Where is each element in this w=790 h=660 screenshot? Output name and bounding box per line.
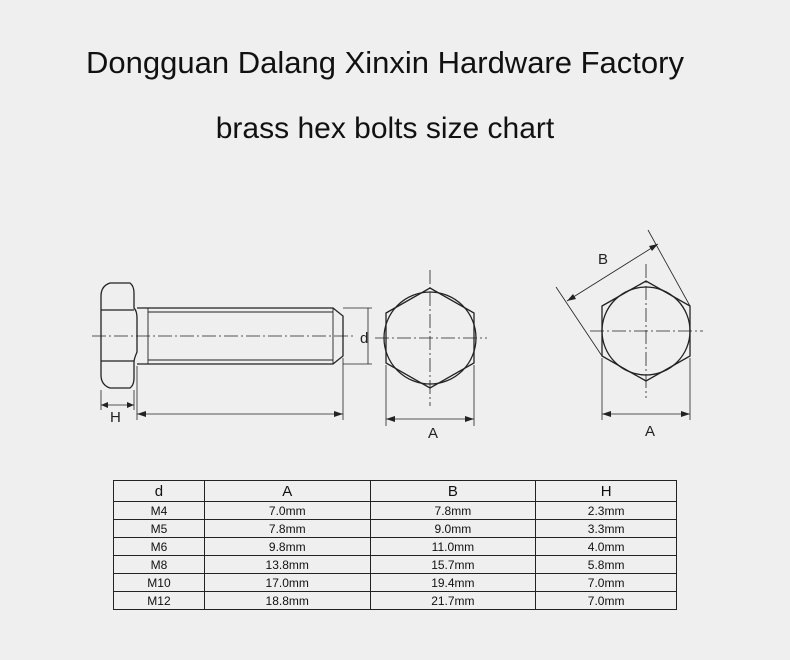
label-H: H	[110, 409, 121, 426]
cell-B: 7.8mm	[369, 501, 537, 520]
header-B: B	[369, 480, 537, 502]
cell-A: 17.0mm	[203, 573, 371, 592]
cell-d: M10	[113, 573, 205, 592]
label-d: d	[360, 330, 368, 347]
cell-B: 19.4mm	[369, 573, 537, 592]
factory-title: Dongguan Dalang Xinxin Hardware Factory	[86, 45, 684, 80]
cell-B: 15.7mm	[369, 555, 537, 574]
cell-A: 9.8mm	[203, 537, 371, 556]
cell-B: 21.7mm	[369, 591, 537, 610]
cell-H: 3.3mm	[535, 519, 677, 538]
chart-subtitle: brass hex bolts size chart	[215, 112, 555, 145]
header-A: A	[203, 480, 371, 502]
label-B: B	[598, 251, 608, 268]
table-row: M10 17.0mm 19.4mm 7.0mm	[113, 573, 677, 592]
cell-H: 7.0mm	[535, 591, 677, 610]
bolt-drawing: H d A B A	[92, 229, 703, 442]
bolt-head	[100, 282, 138, 389]
header-d: d	[113, 480, 205, 502]
table-row: M6 9.8mm 11.0mm 4.0mm	[113, 537, 677, 556]
hex-front-view	[375, 270, 487, 426]
cell-A: 7.8mm	[203, 519, 371, 538]
cell-d: M8	[113, 555, 205, 574]
table-row: M8 13.8mm 15.7mm 5.8mm	[113, 555, 677, 574]
cell-B: 9.0mm	[369, 519, 537, 538]
cell-A: 13.8mm	[203, 555, 371, 574]
bolt-side-view	[92, 282, 372, 420]
table-row: M5 7.8mm 9.0mm 3.3mm	[113, 519, 677, 538]
label-A-angled: A	[645, 423, 655, 440]
cell-H: 5.8mm	[535, 555, 677, 574]
cell-B: 11.0mm	[369, 537, 537, 556]
cell-d: M6	[113, 537, 205, 556]
cell-H: 7.0mm	[535, 573, 677, 592]
label-A-front: A	[428, 425, 438, 442]
cell-d: M4	[113, 501, 205, 520]
header-H: H	[535, 480, 677, 502]
cell-d: M5	[113, 519, 205, 538]
cell-A: 18.8mm	[203, 591, 371, 610]
table-row: M12 18.8mm 21.7mm 7.0mm	[113, 591, 677, 610]
size-chart-table: d A B H M4 7.0mm 7.8mm 2.3mm M5 7.8mm 9.…	[113, 480, 677, 610]
table-row: M4 7.0mm 7.8mm 2.3mm	[113, 501, 677, 520]
cell-A: 7.0mm	[203, 501, 371, 520]
table-header-row: d A B H	[113, 480, 677, 502]
cell-H: 4.0mm	[535, 537, 677, 556]
cell-H: 2.3mm	[535, 501, 677, 520]
hex-angled-view	[555, 229, 703, 420]
cell-d: M12	[113, 591, 205, 610]
